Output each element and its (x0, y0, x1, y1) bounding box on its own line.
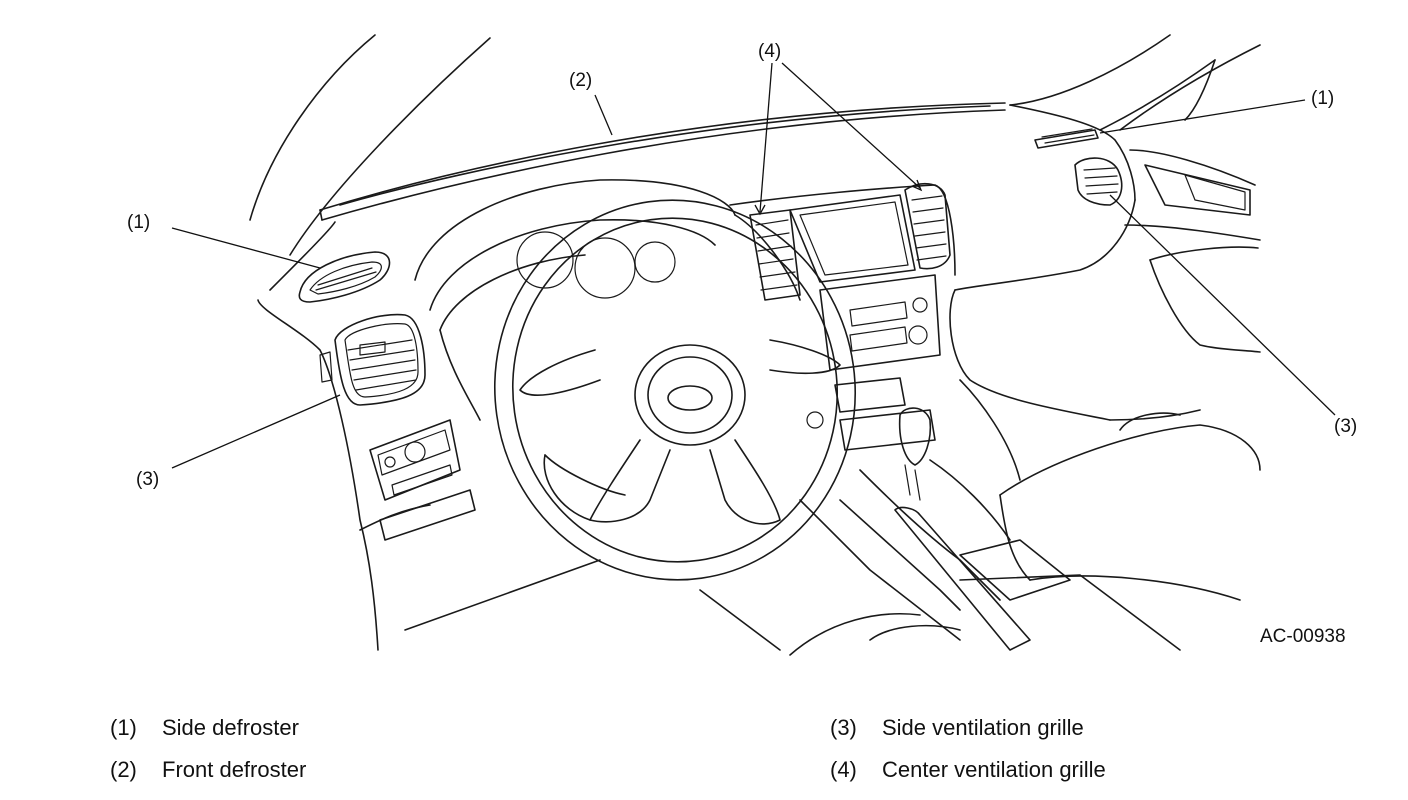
figure-code: AC-00938 (1260, 626, 1346, 647)
callout-labels: (1) (1) (2) (3) (3) (4) AC-00938 (127, 41, 1357, 647)
leader-lines (171, 62, 1336, 469)
callout-3-left: (3) (136, 469, 159, 490)
left-side-defroster (298, 251, 391, 303)
callout-2: (2) (569, 70, 592, 91)
center-stack (729, 184, 956, 451)
passenger-seat (999, 412, 1261, 601)
left-switch-panel (369, 419, 476, 541)
legend-number: (1) (110, 715, 137, 740)
legend-number: (3) (830, 715, 857, 740)
left-side-vent (319, 313, 426, 406)
center-vent-right (904, 182, 951, 270)
callout-4: (4) (758, 41, 781, 62)
front-defroster (269, 102, 1006, 291)
instrument-cluster (414, 179, 801, 421)
right-side-vent (1074, 157, 1123, 206)
callout-3-right: (3) (1334, 416, 1357, 437)
legend-label: Center ventilation grille (882, 757, 1106, 782)
legend-number: (2) (110, 757, 137, 782)
legend-label: Side ventilation grille (882, 715, 1084, 740)
windshield-frame (249, 34, 1261, 256)
driver-seat (789, 612, 961, 656)
legend-label: Front defroster (162, 757, 307, 782)
legend-label: Side defroster (162, 715, 299, 740)
callout-1-left: (1) (127, 212, 150, 233)
passenger-door-area (1124, 149, 1261, 353)
steering-wheel (494, 199, 856, 581)
center-vent-left (749, 209, 801, 301)
shift-lever (799, 407, 1181, 651)
callout-1-right: (1) (1311, 88, 1334, 109)
right-side-defroster (1034, 128, 1099, 149)
legend-number: (4) (830, 757, 857, 782)
